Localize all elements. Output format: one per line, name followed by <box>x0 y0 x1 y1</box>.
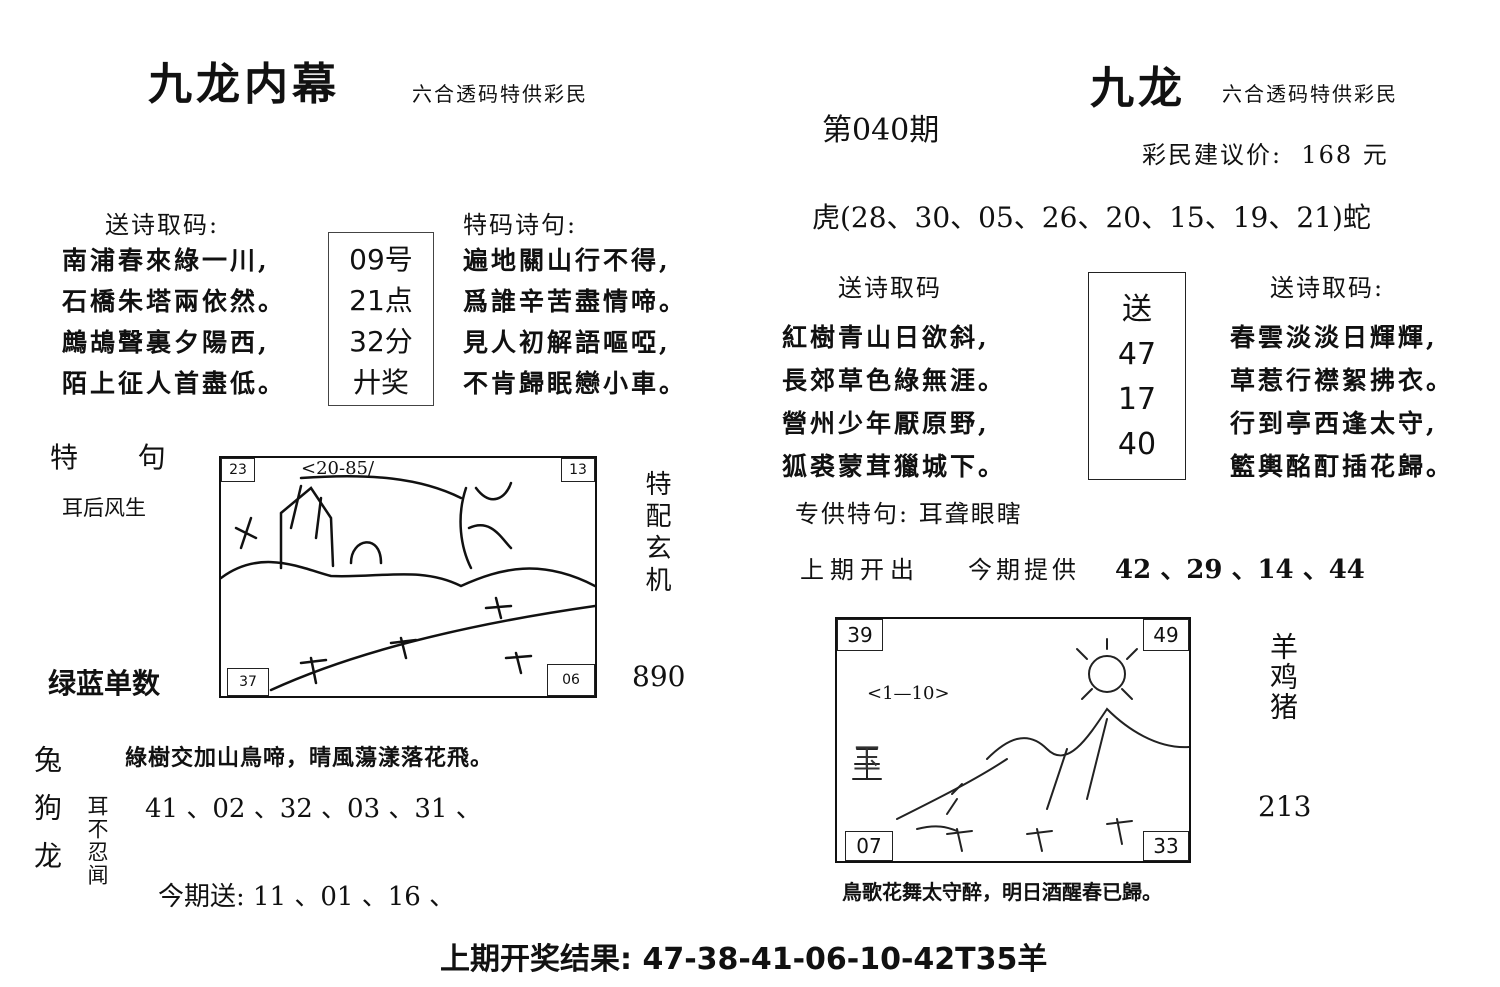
right-center-box: 送 47 17 40 <box>1088 272 1186 480</box>
poem-line: 不肯歸眠戀小車。 <box>463 369 688 398</box>
right-sendpoem-b: 春雲淡淡日輝輝, 草惹行襟絮拂衣。 行到亭西逢太守, 籃輿酩酊插花歸。 <box>1230 316 1454 488</box>
left-poem-line: 綠樹交加山鳥啼，晴風蕩漾落花飛。 <box>125 745 494 771</box>
sketch-scribble: <20-85/ <box>301 458 375 479</box>
poem-line: 南浦春來綠一川, <box>62 246 270 275</box>
right-subtitle: 六合透码特供彩民 <box>1222 82 1398 106</box>
left-side-vertical: 特配玄机 <box>641 470 671 598</box>
left-center-box: 09号 21点 32分 廾奖 <box>328 232 434 406</box>
left-title: 九龙内幕 <box>148 59 340 110</box>
left-special-poem: 遍地關山行不得, 爲誰辛苦盡情啼。 見人初解語嘔啞, 不肯歸眠戀小車。 <box>463 240 687 404</box>
box-line: 廾奖 <box>352 366 409 399</box>
poem-line: 行到亭西逢太守, <box>1230 409 1438 438</box>
poem-line: 春雲淡淡日輝輝, <box>1230 323 1438 352</box>
sketch-scribble: <1—10> <box>867 683 950 704</box>
sketch-drawing <box>852 638 1189 852</box>
last-result: 上期开奖结果: 47-38-41-06-10-42T35羊 <box>440 942 1048 977</box>
corner-tl: 39 <box>837 619 883 651</box>
issue-number: 第040期 <box>822 113 940 148</box>
price: 彩民建议价: 168 元 <box>1142 141 1389 169</box>
box-line: 32分 <box>349 325 413 358</box>
right-sketch: <1—10> 玉 39 49 07 33 <box>835 617 1191 863</box>
box-line: 09号 <box>349 243 413 276</box>
green-blue-odd: 绿蓝单数 <box>48 667 161 700</box>
poem-line: 紅樹青山日欲斜, <box>782 323 990 352</box>
box-line: 47 <box>1117 337 1157 372</box>
num-213: 213 <box>1258 790 1312 823</box>
box-line: 17 <box>1117 382 1157 417</box>
num-890: 890 <box>632 660 686 693</box>
corner-br: 06 <box>547 664 595 696</box>
right-title: 九龙 <box>1090 63 1186 114</box>
left-special-heading: 特码诗句: <box>463 211 578 239</box>
poem-line: 營州少年厭原野, <box>782 409 990 438</box>
right-sendpoem-heading-b: 送诗取码: <box>1270 274 1385 302</box>
corner-bl: 07 <box>845 831 893 861</box>
box-line: 21点 <box>349 284 413 317</box>
sketch-glyph: 玉 <box>853 742 882 775</box>
right-sendpoem-a: 紅樹青山日欲斜, 長郊草色綠無涯。 營州少年厭原野, 狐裘蒙茸獵城下。 <box>782 316 1006 488</box>
corner-bl: 37 <box>227 668 269 696</box>
tejv-label: 特 句 <box>50 441 180 474</box>
poem-line: 草惹行襟絮拂衣。 <box>1230 366 1455 395</box>
special-phrase: 专供特句: 耳聋眼瞎 <box>795 500 1023 528</box>
ear-vertical: 耳不忍闻 <box>85 795 109 887</box>
poem-line: 鷓鴣聲裏夕陽西, <box>62 328 270 357</box>
poem-line: 陌上征人首盡低。 <box>62 369 287 398</box>
poem-line: 石橋朱塔兩依然。 <box>62 287 287 316</box>
left-sendpoem-heading: 送诗取码: <box>105 211 220 239</box>
corner-tl: 23 <box>221 458 255 482</box>
left-sketch: <20-85/ 23 13 37 06 <box>219 456 597 698</box>
last-open-label: 上期开出 <box>800 556 920 584</box>
today-offer-numbers: 42 、29 、14 、44 <box>1115 555 1365 585</box>
poem-line: 長郊草色綠無涯。 <box>782 366 1007 395</box>
tiger-snake-numbers: 虎(28、30、05、26、20、15、19、21)蛇 <box>812 201 1371 234</box>
right-bottom-poem: 鳥歌花舞太守醉，明日酒醒春已歸。 <box>842 880 1162 904</box>
left-sendpoem: 南浦春來綠一川, 石橋朱塔兩依然。 鷓鴣聲裏夕陽西, 陌上征人首盡低。 <box>62 240 286 404</box>
numbers-row: 41 、02 、32 、03 、31 、 <box>145 794 482 824</box>
poem-line: 籃輿酩酊插花歸。 <box>1230 452 1455 481</box>
poem-line: 見人初解語嘔啞, <box>463 328 671 357</box>
box-line: 送 <box>1122 292 1152 327</box>
corner-tr: 49 <box>1143 619 1189 651</box>
poem-line: 爲誰辛苦盡情啼。 <box>463 287 688 316</box>
animals-vertical: 兔狗龙 <box>30 745 63 889</box>
today-offer-label: 今期提供 <box>968 556 1080 584</box>
corner-br: 33 <box>1143 831 1189 861</box>
sketch-drawing <box>221 474 595 692</box>
today-send: 今期送: 11 、01 、16 、 <box>158 882 456 912</box>
right-side-vertical: 羊鸡猪 <box>1266 632 1299 722</box>
corner-tr: 13 <box>561 458 595 482</box>
right-sendpoem-heading-a: 送诗取码 <box>838 274 942 302</box>
left-subtitle: 六合透码特供彩民 <box>412 82 588 106</box>
tejv-text: 耳后风生 <box>62 496 146 520</box>
box-line: 40 <box>1117 427 1157 462</box>
poem-line: 遍地關山行不得, <box>463 246 671 275</box>
poem-line: 狐裘蒙茸獵城下。 <box>782 452 1007 481</box>
